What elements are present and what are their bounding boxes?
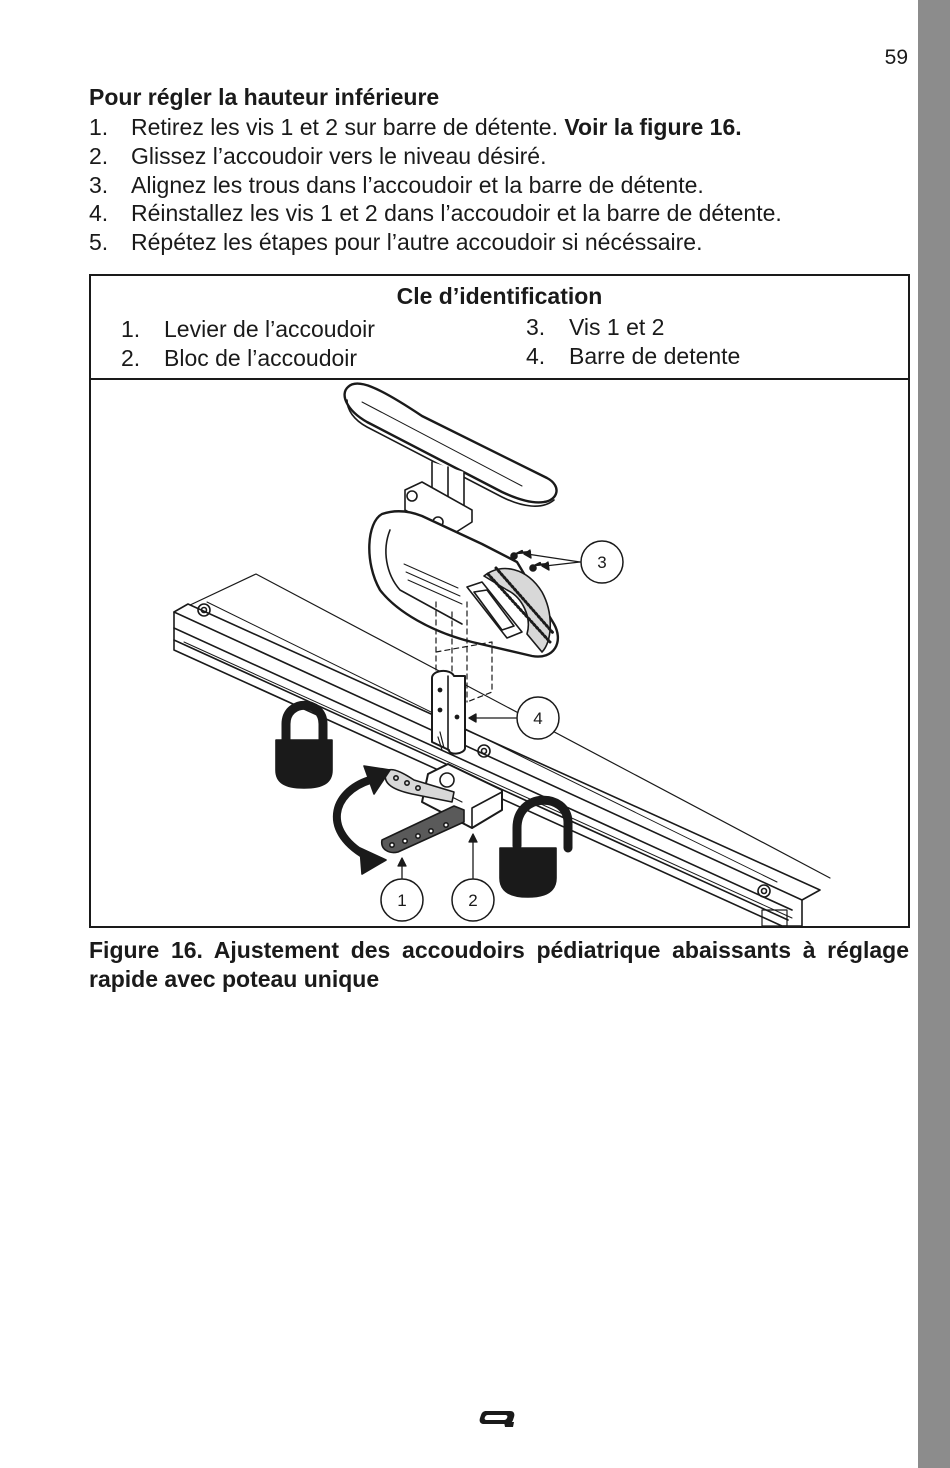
step-number: 5. — [89, 229, 109, 256]
step-number: 1. — [89, 114, 109, 140]
step-item: 3. Alignez les trous dans l’accoudoir et … — [89, 171, 909, 200]
step-text: Glissez l’accoudoir vers le niveau désir… — [131, 142, 547, 169]
callout-number: 1 — [397, 891, 406, 910]
callout-3: 3 — [580, 540, 624, 584]
detent-bar — [431, 670, 466, 755]
step-text: Réinstallez les vis 1 et 2 dans l’accoud… — [131, 200, 782, 227]
key-number: 2. — [121, 345, 141, 371]
key-item: 1. Levier de l’accoudoir — [121, 315, 375, 344]
armrest-illustration: 3 4 1 2 — [173, 382, 831, 926]
step-item: 2. Glissez l’accoudoir vers le niveau dés… — [89, 142, 909, 171]
figure-caption: Figure 16. Ajustement des accoudoirs péd… — [89, 937, 909, 992]
unlocked-padlock-icon — [499, 795, 573, 898]
figure-reference: Voir la figure 16. — [564, 114, 742, 140]
key-number: 4. — [526, 343, 546, 369]
key-item: 4. Barre de detente — [526, 342, 740, 371]
key-column-right: 3. Vis 1 et 2 4. Barre de detente — [526, 313, 740, 371]
lever-assembly — [380, 763, 503, 854]
armrest-block — [368, 510, 560, 658]
key-number: 1. — [121, 316, 141, 342]
step-text: Alignez les trous dans l’accoudoir et la… — [131, 171, 704, 198]
key-item: 2. Bloc de l’accoudoir — [121, 344, 375, 373]
step-number: 4. — [89, 200, 109, 227]
page-number: 59 — [884, 46, 908, 69]
key-title: Cle d’identification — [396, 283, 603, 309]
callout-1: 1 — [380, 878, 424, 922]
key-number: 3. — [526, 314, 546, 340]
locked-padlock-icon — [275, 700, 333, 789]
step-item: 5. Répétez les étapes pour l’autre accoud… — [89, 228, 909, 257]
callout-4: 4 — [516, 696, 560, 740]
key-column-left: 1. Levier de l’accoudoir 2. Bloc de l’acco… — [121, 315, 375, 373]
callout-number: 2 — [468, 891, 477, 910]
key-label: Bloc de l’accoudoir — [164, 345, 358, 371]
armrest-post — [404, 461, 473, 537]
section-heading: Pour régler la hauteur inférieure — [89, 84, 440, 110]
key-item: 3. Vis 1 et 2 — [526, 313, 740, 342]
key-label: Vis 1 et 2 — [569, 314, 665, 340]
side-tab-bar — [918, 0, 950, 1468]
step-item: 1. Retirez les vis 1 et 2 sur barre de dé… — [89, 113, 909, 142]
key-label: Levier de l’accoudoir — [164, 316, 375, 342]
step-text: Retirez les vis 1 et 2 sur barre de déte… — [131, 114, 565, 140]
callout-2: 2 — [451, 878, 495, 922]
identification-key: Cle d’identification 1. Levier de l’accou… — [91, 276, 908, 380]
callout-number: 3 — [597, 553, 606, 572]
quantum-logo-icon — [479, 1411, 515, 1427]
rotate-arrow-icon — [333, 765, 391, 875]
step-text: Répétez les étapes pour l’autre accoudoi… — [131, 229, 703, 256]
step-item: 4. Réinstallez les vis 1 et 2 dans l’acco… — [89, 199, 909, 228]
callout-leaders — [397, 549, 581, 879]
step-number: 2. — [89, 142, 109, 169]
callout-number: 4 — [533, 709, 542, 728]
step-number: 3. — [89, 171, 109, 198]
armrest-pad — [343, 382, 558, 507]
instruction-steps: 1. Retirez les vis 1 et 2 sur barre de dé… — [89, 113, 909, 257]
key-label: Barre de detente — [569, 343, 741, 369]
figure-16-box: Cle d’identification 1. Levier de l’accou… — [89, 274, 910, 928]
